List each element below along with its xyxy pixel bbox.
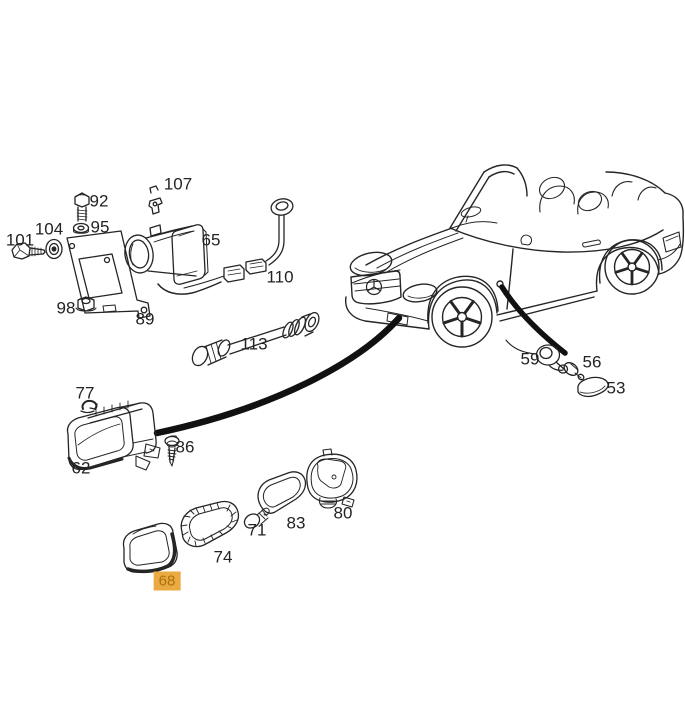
part-label-101[interactable]: 101 [5, 230, 35, 250]
screw-86-drawing [164, 435, 180, 467]
part-label-65[interactable]: 65 [201, 230, 221, 250]
car-illustration [344, 164, 685, 348]
part-label-68[interactable]: 68 [153, 571, 181, 591]
part-label-104[interactable]: 104 [34, 219, 64, 239]
part-label-56[interactable]: 56 [582, 352, 602, 372]
bolt-101-drawing [11, 242, 46, 260]
bulb-56-drawing [563, 362, 585, 381]
part-label-80[interactable]: 80 [333, 503, 353, 523]
part-label-74[interactable]: 74 [213, 547, 233, 567]
part-label-53[interactable]: 53 [606, 378, 626, 398]
washer-104-drawing [45, 238, 63, 260]
nut-95-drawing [72, 222, 90, 234]
part-label-71[interactable]: 71 [247, 520, 267, 540]
part-label-113[interactable]: 113 [240, 334, 268, 354]
seal-74-drawing [180, 500, 240, 548]
bulb-socket-59-drawing [505, 339, 569, 374]
part-label-98[interactable]: 98 [56, 298, 76, 318]
lens-68-drawing [122, 522, 178, 574]
fog-lamp-62-drawing [66, 400, 161, 471]
part-label-92[interactable]: 92 [89, 191, 109, 211]
cable-113-drawing [191, 311, 320, 367]
wiring-harness-110-drawing [183, 198, 294, 289]
mercedes-star-icon [365, 278, 383, 296]
part-label-107[interactable]: 107 [163, 174, 193, 194]
arrow-to-side-marker-parts [499, 284, 568, 356]
bolt-92-drawing [74, 192, 90, 222]
housing-80-drawing [306, 448, 358, 509]
mounting-plate-89-drawing [66, 230, 151, 319]
bulb-71-drawing [243, 507, 270, 529]
part-label-59[interactable]: 59 [520, 349, 540, 369]
part-label-86[interactable]: 86 [175, 437, 195, 457]
nut-98-drawing [75, 296, 97, 312]
part-label-62[interactable]: 62 [71, 458, 91, 478]
side-marker-lens-53-drawing [577, 376, 609, 398]
clip-77-drawing [80, 399, 98, 414]
part-label-89[interactable]: 89 [135, 309, 155, 329]
arrow-to-fog-lamp-parts [153, 314, 403, 437]
part-label-77[interactable]: 77 [75, 383, 95, 403]
part-label-95[interactable]: 95 [90, 217, 110, 237]
bracket-107-drawing [148, 185, 163, 215]
fog-lamp-unit-65-drawing [124, 224, 222, 295]
gasket-83-drawing [257, 471, 307, 514]
part-label-110[interactable]: 110 [266, 267, 294, 287]
part-label-83[interactable]: 83 [286, 513, 306, 533]
